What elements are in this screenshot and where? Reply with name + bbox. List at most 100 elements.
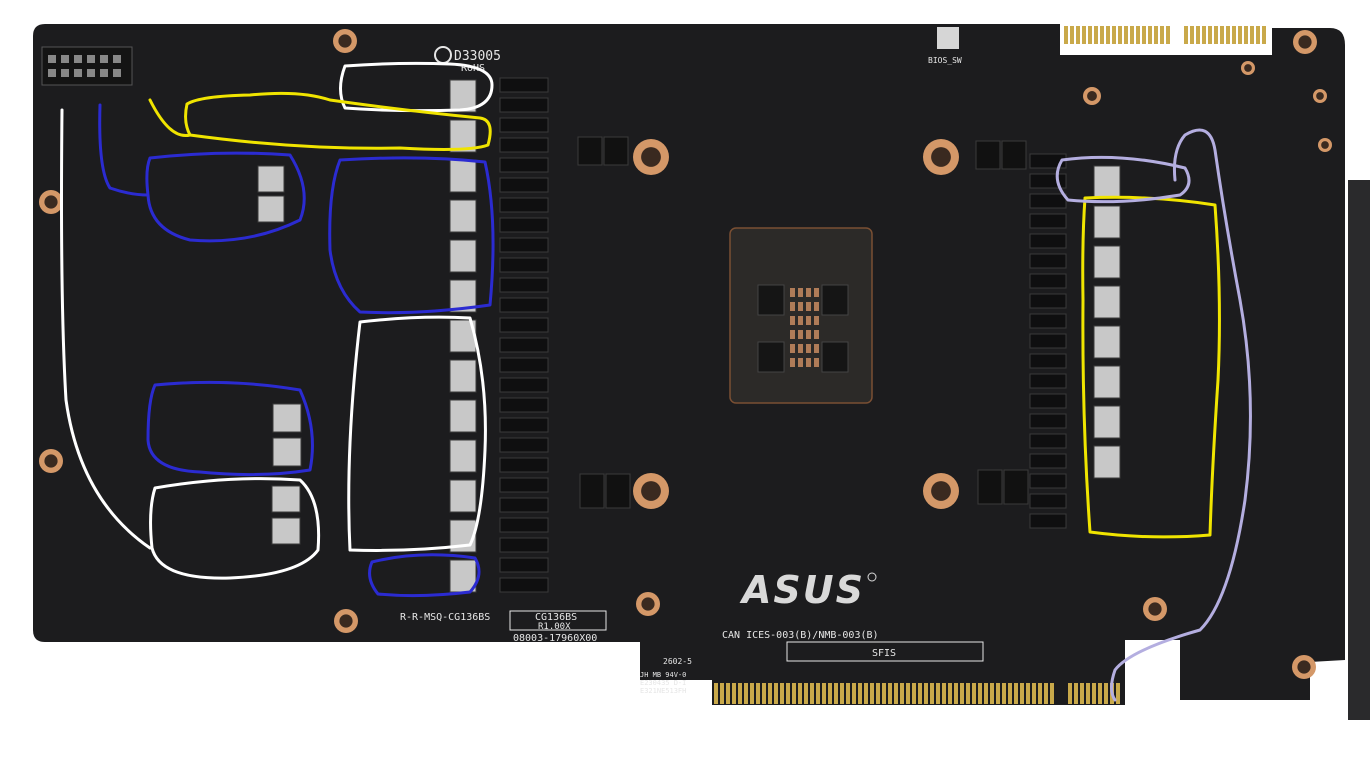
registered-mark [867, 572, 877, 582]
gold-finger [714, 683, 718, 704]
core-cap-small [806, 344, 811, 353]
gold-finger [840, 683, 844, 704]
gold-finger [834, 683, 838, 704]
gpu-core-area [729, 227, 873, 404]
connector-pin [61, 69, 69, 77]
memory-chip [499, 297, 549, 313]
choke [272, 403, 302, 433]
gold-finger [1262, 26, 1266, 44]
memory-chip [1029, 213, 1067, 229]
gold-finger [1008, 683, 1012, 704]
memory-chip [1029, 453, 1067, 469]
choke [271, 517, 301, 545]
memory-chip [499, 117, 549, 133]
cert-mark-text: D33005 [454, 49, 501, 64]
gold-finger [1032, 683, 1036, 704]
gold-finger [930, 683, 934, 704]
connector-pin [87, 69, 95, 77]
pad-hole [931, 481, 951, 501]
gold-finger [846, 683, 850, 704]
mosfet [605, 473, 631, 509]
core-cap-small [814, 344, 819, 353]
gold-finger [1196, 26, 1200, 44]
gold-finger [966, 683, 970, 704]
model-box [509, 610, 607, 631]
pad-hole [931, 147, 951, 167]
gold-finger [1038, 683, 1042, 704]
gold-finger [1002, 683, 1006, 704]
choke [449, 359, 477, 393]
gold-finger [1094, 26, 1098, 44]
gold-finger [1082, 26, 1086, 44]
bios-switch[interactable] [937, 27, 959, 49]
core-cap-small [798, 330, 803, 339]
core-cap-small [798, 288, 803, 297]
choke [257, 165, 285, 193]
gold-finger [894, 683, 898, 704]
pad-hole [1148, 602, 1162, 616]
gold-finger [1068, 683, 1072, 704]
choke [1093, 405, 1121, 439]
gold-finger [1092, 683, 1096, 704]
core-cap-small [790, 302, 795, 311]
gold-finger [1088, 26, 1092, 44]
core-cap-small [814, 288, 819, 297]
memory-chip [499, 277, 549, 293]
top-gold-fingers [1064, 26, 1266, 44]
core-cap-small [798, 302, 803, 311]
gold-finger [888, 683, 892, 704]
gold-finger [1166, 26, 1170, 44]
gold-finger [870, 683, 874, 704]
ul-line2: E230435 D-I [640, 679, 686, 687]
core-cap-small [790, 344, 795, 353]
mounting-holes [39, 29, 1332, 679]
annotation-blue-center [328, 156, 495, 315]
core-cap-small [790, 288, 795, 297]
memory-chip [499, 97, 549, 113]
date-code-label: 2602-5 [663, 657, 692, 666]
choke [449, 119, 477, 153]
gold-finger [804, 683, 808, 704]
pad-hole [44, 454, 58, 468]
memory-chip [499, 497, 549, 513]
core-cap-small [814, 330, 819, 339]
annotation-white-left-line [60, 108, 152, 550]
gold-finger [1220, 26, 1224, 44]
gold-finger [1238, 26, 1242, 44]
choke [449, 199, 477, 233]
choke [272, 437, 302, 467]
memory-chip [1029, 233, 1067, 249]
gold-finger [1184, 26, 1188, 44]
annotation-white-top [339, 61, 494, 113]
connector-pin [100, 55, 108, 63]
gold-finger [750, 683, 754, 704]
gold-finger [858, 683, 862, 704]
gold-finger [1232, 26, 1236, 44]
choke [1093, 325, 1121, 359]
gold-finger [1256, 26, 1260, 44]
gold-finger [1086, 683, 1090, 704]
memory-chip [499, 77, 549, 93]
pad-hole [338, 34, 352, 48]
gold-finger [864, 683, 868, 704]
gold-finger [744, 683, 748, 704]
core-cap-small [798, 358, 803, 367]
gold-finger [756, 683, 760, 704]
gpu-core-capacitors [757, 284, 849, 373]
gold-finger [900, 683, 904, 704]
gold-finger [1148, 26, 1152, 44]
gold-finger [876, 683, 880, 704]
connector-pin [48, 55, 56, 63]
pad-hole [1298, 35, 1312, 49]
board-id-label: R-R-MSQ-CG136BS [400, 612, 490, 623]
connector-pin [100, 69, 108, 77]
memory-chip [1029, 253, 1067, 269]
gold-finger [918, 683, 922, 704]
memory-chip [1029, 333, 1067, 349]
power-connector-pins [48, 55, 121, 77]
gold-finger [768, 683, 772, 704]
core-capacitor [757, 341, 785, 373]
memory-chip [1029, 413, 1067, 429]
gold-finger [1244, 26, 1248, 44]
choke [1093, 205, 1121, 239]
